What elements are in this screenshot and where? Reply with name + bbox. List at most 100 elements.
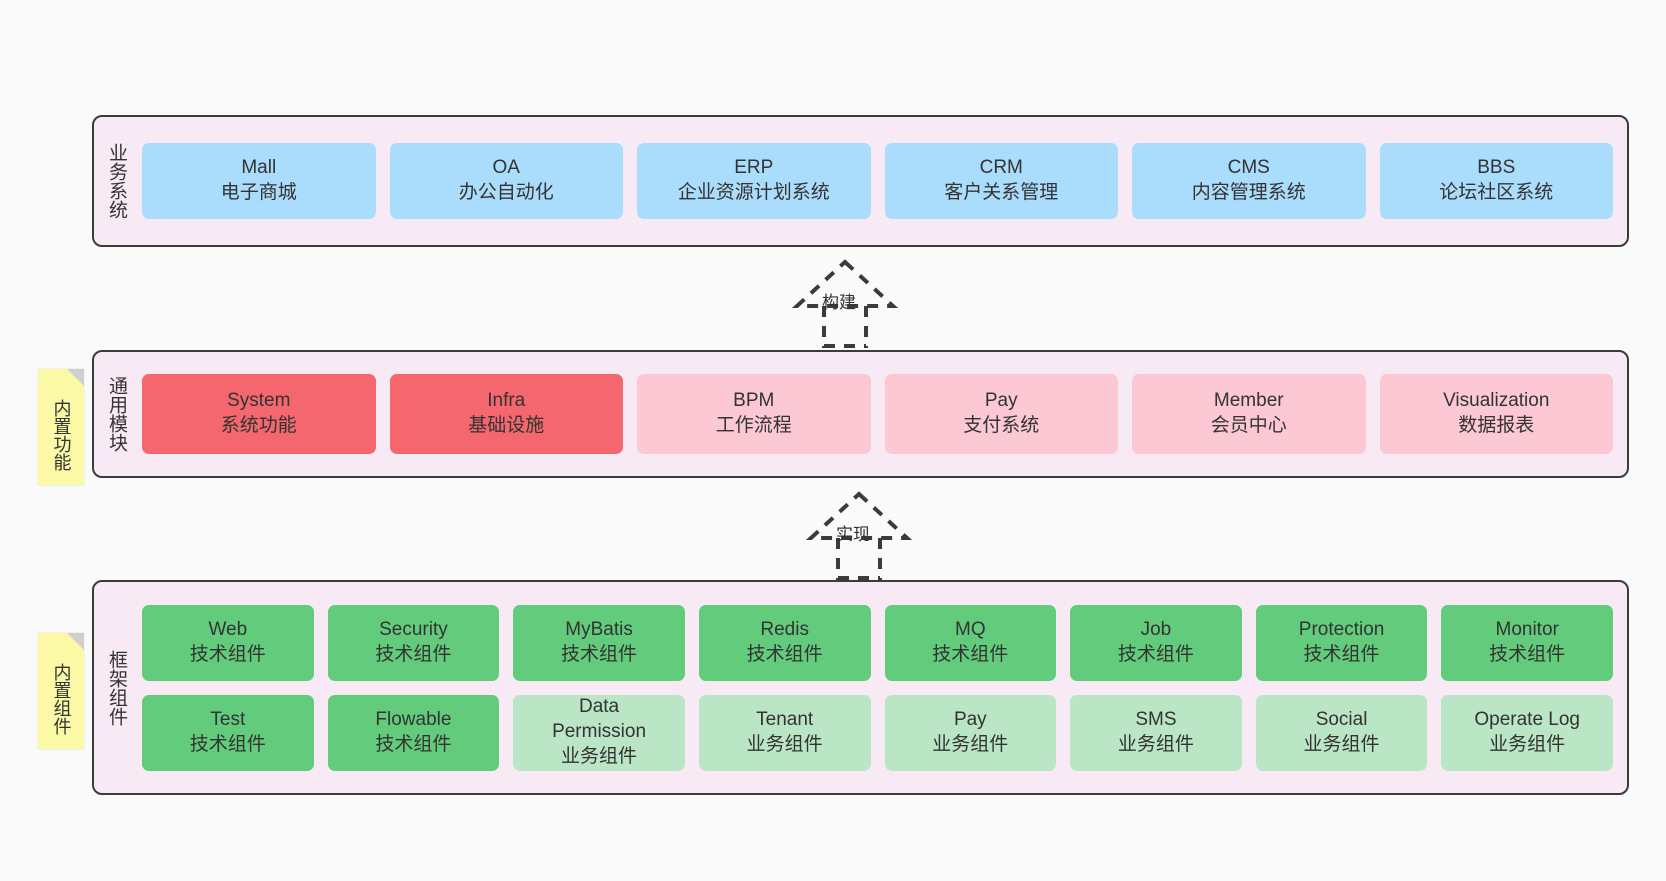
connector-shaft-icon xyxy=(822,306,868,348)
layer-business-systems: 业务系统 Mall 电子商城 OA 办公自动化 ERP 企业资源计划系统 CRM… xyxy=(92,115,1629,247)
node-row: System 系统功能 Infra 基础设施 BPM 工作流程 Pay 支付系统… xyxy=(142,374,1613,454)
node-title: Infra xyxy=(487,390,526,412)
node-title: Security xyxy=(379,618,448,640)
layer-common-modules-body: System 系统功能 Infra 基础设施 BPM 工作流程 Pay 支付系统… xyxy=(138,352,1627,476)
sticky-note-label: 内置功能 xyxy=(51,399,72,471)
node-subtitle: 基础设施 xyxy=(468,415,545,436)
folded-corner-icon xyxy=(67,369,84,386)
generalization-arrowhead-icon xyxy=(791,259,899,308)
generalization-arrowhead-icon xyxy=(805,491,913,540)
node-title: CMS xyxy=(1227,157,1270,179)
node-pay[interactable]: Pay 支付系统 xyxy=(884,374,1118,454)
node-subtitle: 技术组件 xyxy=(1489,643,1566,665)
node-title: Tenant xyxy=(756,708,814,730)
node-mq[interactable]: MQ 技术组件 xyxy=(884,604,1057,681)
layer-framework-components: 框架组件 Web 技术组件 Security 技术组件 MyBatis 技术组件… xyxy=(92,580,1629,795)
node-title: Monitor xyxy=(1495,618,1559,640)
node-subtitle: 数据报表 xyxy=(1458,415,1535,436)
node-title: Mall xyxy=(241,157,277,179)
node-job[interactable]: Job 技术组件 xyxy=(1070,604,1242,681)
connector-build: 构建 xyxy=(760,258,930,348)
node-bpm[interactable]: BPM 工作流程 xyxy=(637,374,871,454)
node-title: BPM xyxy=(733,390,775,412)
sticky-note-builtin-components: 内置组件 xyxy=(38,633,84,749)
node-crm[interactable]: CRM 客户关系管理 xyxy=(884,143,1118,219)
node-pay-component[interactable]: Pay 业务组件 xyxy=(884,694,1057,771)
node-title: Pay xyxy=(953,708,987,730)
node-sms[interactable]: SMS 业务组件 xyxy=(1070,694,1242,771)
layer-framework-components-title: 框架组件 xyxy=(106,649,128,726)
node-subtitle: 技术组件 xyxy=(189,733,266,755)
node-flowable[interactable]: Flowable 技术组件 xyxy=(327,694,500,771)
node-title: Member xyxy=(1213,390,1284,412)
node-title: MQ xyxy=(955,618,986,640)
node-subtitle: 论坛社区系统 xyxy=(1439,182,1554,203)
node-test[interactable]: Test 技术组件 xyxy=(142,694,314,771)
folded-corner-icon xyxy=(67,633,84,650)
node-title: Job xyxy=(1140,618,1172,640)
node-web[interactable]: Web 技术组件 xyxy=(142,604,314,681)
node-mall[interactable]: Mall 电子商城 xyxy=(142,143,376,219)
node-row: Web 技术组件 Security 技术组件 MyBatis 技术组件 Redi… xyxy=(142,604,1613,681)
node-row: Mall 电子商城 OA 办公自动化 ERP 企业资源计划系统 CRM 客户关系… xyxy=(142,143,1613,219)
node-subtitle: 业务组件 xyxy=(746,733,823,755)
node-erp[interactable]: ERP 企业资源计划系统 xyxy=(637,143,871,219)
node-operate-log[interactable]: Operate Log 业务组件 xyxy=(1441,694,1613,771)
node-monitor[interactable]: Monitor 技术组件 xyxy=(1441,604,1613,681)
layer-business-systems-title: 业务系统 xyxy=(106,143,128,219)
node-cms[interactable]: CMS 内容管理系统 xyxy=(1132,143,1366,219)
sticky-note-builtin-features: 内置功能 xyxy=(38,369,84,485)
node-bbs[interactable]: BBS 论坛社区系统 xyxy=(1379,143,1613,219)
node-subtitle: 业务组件 xyxy=(1489,733,1566,755)
node-subtitle: 企业资源计划系统 xyxy=(677,182,830,203)
node-title: ERP xyxy=(734,157,774,179)
node-subtitle: 技术组件 xyxy=(1303,643,1380,665)
node-subtitle: 业务组件 xyxy=(561,745,638,767)
node-subtitle: 会员中心 xyxy=(1210,415,1287,436)
node-infra[interactable]: Infra 基础设施 xyxy=(389,374,623,454)
node-subtitle: 技术组件 xyxy=(932,643,1009,665)
node-oa[interactable]: OA 办公自动化 xyxy=(389,143,623,219)
node-member[interactable]: Member 会员中心 xyxy=(1132,374,1366,454)
node-subtitle: 办公自动化 xyxy=(458,182,554,203)
node-title: SMS xyxy=(1135,708,1177,730)
connector-shaft-icon xyxy=(836,538,882,580)
node-title: CRM xyxy=(979,157,1023,179)
node-title: Visualization xyxy=(1443,390,1550,412)
node-system[interactable]: System 系统功能 xyxy=(142,374,376,454)
node-subtitle: 工作流程 xyxy=(715,415,792,436)
layer-business-systems-body: Mall 电子商城 OA 办公自动化 ERP 企业资源计划系统 CRM 客户关系… xyxy=(138,117,1627,245)
node-subtitle: 技术组件 xyxy=(189,643,266,665)
node-title: Social xyxy=(1315,708,1368,730)
node-title: Web xyxy=(208,618,248,640)
sticky-note-label: 内置组件 xyxy=(51,663,72,735)
node-protection[interactable]: Protection 技术组件 xyxy=(1255,604,1428,681)
node-row: Test 技术组件 Flowable 技术组件 Data Permission … xyxy=(142,694,1613,771)
node-subtitle: 技术组件 xyxy=(375,733,452,755)
layer-common-modules: 通用模块 System 系统功能 Infra 基础设施 BPM 工作流程 Pay… xyxy=(92,350,1629,478)
node-subtitle: 客户关系管理 xyxy=(944,182,1059,203)
node-social[interactable]: Social 业务组件 xyxy=(1255,694,1428,771)
node-title: OA xyxy=(492,157,520,179)
node-subtitle: 电子商城 xyxy=(220,182,297,203)
node-title: Test xyxy=(210,708,246,730)
connector-implement-label: 实现 xyxy=(836,525,870,544)
node-tenant[interactable]: Tenant 业务组件 xyxy=(698,694,871,771)
node-subtitle: 技术组件 xyxy=(1117,643,1194,665)
layer-common-modules-title: 通用模块 xyxy=(106,376,128,452)
node-title: Data Permission xyxy=(552,696,647,743)
connector-implement: 实现 xyxy=(774,490,944,580)
node-mybatis[interactable]: MyBatis 技术组件 xyxy=(513,604,685,681)
node-title: BBS xyxy=(1477,157,1516,179)
node-subtitle: 内容管理系统 xyxy=(1191,182,1306,203)
node-redis[interactable]: Redis 技术组件 xyxy=(698,604,871,681)
node-visualization[interactable]: Visualization 数据报表 xyxy=(1379,374,1613,454)
node-subtitle: 技术组件 xyxy=(561,643,638,665)
node-subtitle: 业务组件 xyxy=(932,733,1009,755)
node-security[interactable]: Security 技术组件 xyxy=(327,604,500,681)
node-title: System xyxy=(227,390,291,412)
node-subtitle: 技术组件 xyxy=(375,643,452,665)
node-data-permission[interactable]: Data Permission 业务组件 xyxy=(513,694,685,771)
node-subtitle: 技术组件 xyxy=(746,643,823,665)
